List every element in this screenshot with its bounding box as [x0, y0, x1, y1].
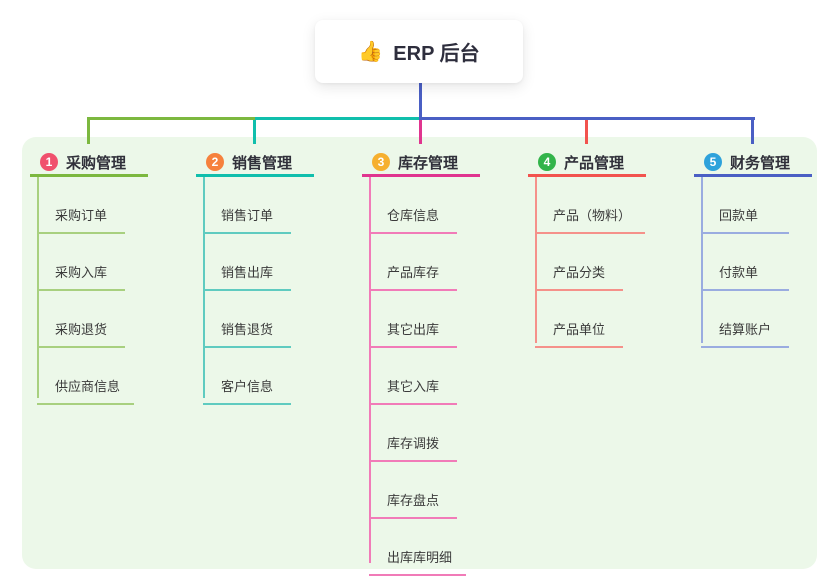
branch-item-node[interactable]: 产品单位: [535, 291, 623, 348]
branch-item-node[interactable]: 采购入库: [37, 234, 125, 291]
top-connector-segment: [88, 117, 255, 120]
branch-item-node[interactable]: 库存盘点: [369, 462, 457, 519]
branch-item-label: 销售出库: [221, 265, 274, 280]
mindmap-branch: 2 销售管理销售订单销售出库销售退货客户信息: [196, 150, 326, 405]
branch-item-label: 产品（物料）: [553, 208, 632, 223]
branch-title-label: 采购管理: [66, 154, 127, 172]
branch-drop-line: [419, 117, 422, 144]
branch-title-label: 销售管理: [232, 154, 293, 172]
branch-item-label: 产品分类: [553, 265, 606, 280]
branch-trunk-line: [37, 177, 39, 398]
mindmap-branch: 4 产品管理产品（物料） 产品分类产品单位: [528, 150, 658, 348]
branch-trunk-line: [203, 177, 205, 398]
branch-item-label: 采购订单: [55, 208, 108, 223]
root-node[interactable]: 👍 ERP 后台: [315, 20, 523, 83]
branch-drop-line: [751, 117, 754, 144]
branch-item-node[interactable]: 出库库明细: [369, 519, 467, 576]
branch-item-label: 供应商信息: [55, 379, 121, 394]
branch-number-badge: 5: [704, 153, 722, 171]
top-connector-segment: [255, 117, 421, 120]
branch-drop-line: [87, 117, 90, 144]
branch-item-label: 结算账户: [719, 322, 772, 337]
branch-item-node[interactable]: 产品库存: [369, 234, 457, 291]
branch-item-node[interactable]: 仓库信息: [369, 177, 457, 234]
branch-item-list: 销售订单销售出库销售退货客户信息: [203, 177, 291, 405]
branch-item-node[interactable]: 销售出库: [203, 234, 291, 291]
branch-item-node[interactable]: 付款单: [701, 234, 789, 291]
branch-title-node[interactable]: 2 销售管理: [196, 150, 314, 177]
branch-item-node[interactable]: 回款单: [701, 177, 789, 234]
branch-drop-line: [585, 117, 588, 144]
branch-item-label: 其它出库: [387, 322, 440, 337]
branch-item-node[interactable]: 采购订单: [37, 177, 125, 234]
branch-title-node[interactable]: 5 财务管理: [694, 150, 812, 177]
thumbs-up-icon: 👍: [358, 40, 384, 63]
branch-trunk-line: [535, 177, 537, 343]
branch-item-list: 回款单付款单结算账户: [701, 177, 789, 348]
branch-item-label: 销售订单: [221, 208, 274, 223]
branch-title-node[interactable]: 3 库存管理: [362, 150, 480, 177]
branch-number-badge: 3: [372, 153, 390, 171]
branch-title-label: 库存管理: [398, 154, 459, 172]
branch-item-label: 回款单: [719, 208, 759, 223]
branch-item-node[interactable]: 销售退货: [203, 291, 291, 348]
branch-item-label: 出库库明细: [387, 550, 453, 565]
branch-item-label: 其它入库: [387, 379, 440, 394]
branch-item-node[interactable]: 其它入库: [369, 348, 457, 405]
branch-item-label: 仓库信息: [387, 208, 440, 223]
branch-trunk-line: [701, 177, 703, 343]
branch-item-label: 付款单: [719, 265, 759, 280]
branch-number-badge: 4: [538, 153, 556, 171]
branch-item-list: 产品（物料） 产品分类产品单位: [535, 177, 646, 348]
branch-item-list: 采购订单采购入库采购退货供应商信息: [37, 177, 135, 405]
branch-number-badge: 1: [40, 153, 58, 171]
branch-item-node[interactable]: 产品（物料）: [535, 177, 646, 234]
branch-title-node[interactable]: 1 采购管理: [30, 150, 148, 177]
branch-item-node[interactable]: 供应商信息: [37, 348, 135, 405]
branches-background-panel: [22, 137, 817, 569]
branch-item-label: 产品库存: [387, 265, 440, 280]
branch-item-node[interactable]: 客户信息: [203, 348, 291, 405]
branch-item-label: 采购入库: [55, 265, 108, 280]
branch-item-node[interactable]: 库存调拨: [369, 405, 457, 462]
mindmap-branch: 3 库存管理仓库信息产品库存其它出库其它入库库存调拨库存盘点出库库明细: [362, 150, 492, 576]
root-title: ERP 后台: [393, 43, 480, 65]
branch-item-label: 库存调拨: [387, 436, 440, 451]
branch-item-node[interactable]: 采购退货: [37, 291, 125, 348]
branch-item-list: 仓库信息产品库存其它出库其它入库库存调拨库存盘点出库库明细: [369, 177, 467, 576]
branch-item-label: 采购退货: [55, 322, 108, 337]
branch-item-node[interactable]: 结算账户: [701, 291, 789, 348]
branch-item-label: 客户信息: [221, 379, 274, 394]
branch-item-node[interactable]: 其它出库: [369, 291, 457, 348]
branch-drop-line: [253, 117, 256, 144]
branch-title-label: 财务管理: [730, 154, 791, 172]
mindmap-branch: 1 采购管理采购订单采购入库采购退货供应商信息: [30, 150, 160, 405]
branch-item-label: 销售退货: [221, 322, 274, 337]
branch-item-label: 库存盘点: [387, 493, 440, 508]
mindmap-branch: 5 财务管理回款单付款单结算账户: [694, 150, 824, 348]
root-stem-line: [419, 83, 422, 120]
branch-title-label: 产品管理: [564, 154, 625, 172]
branch-number-badge: 2: [206, 153, 224, 171]
branch-item-node[interactable]: 销售订单: [203, 177, 291, 234]
branch-title-node[interactable]: 4 产品管理: [528, 150, 646, 177]
top-connector-segment: [419, 117, 755, 120]
branch-trunk-line: [369, 177, 371, 563]
branch-item-label: 产品单位: [553, 322, 606, 337]
branch-item-node[interactable]: 产品分类: [535, 234, 623, 291]
